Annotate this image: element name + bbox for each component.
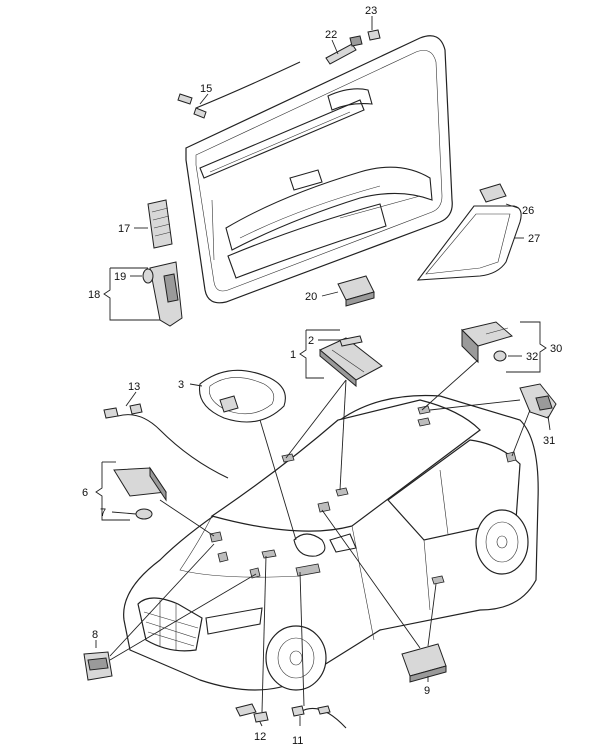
door-light-strip-15 [177,61,301,119]
control-module-20 [337,275,375,307]
callout-18: 18 [88,289,100,301]
lamp-6 [113,466,167,502]
callout-26: 26 [522,205,534,217]
callout-27: 27 [528,233,540,245]
callout-7: 7 [100,507,106,519]
callout-1: 1 [290,349,296,361]
clip-26 [479,183,507,203]
callout-13: 13 [128,381,140,393]
callout-22: 22 [325,29,337,41]
callout-32: 32 [526,351,538,363]
callout-9: 9 [424,685,430,697]
bulb-32 [493,350,507,362]
switch-8 [83,651,113,681]
bulb-2 [339,335,363,347]
module-9 [401,643,447,683]
lamp-30 [461,321,514,364]
bulb-19 [142,268,154,284]
lamp-housing-18 [149,261,183,327]
cable-13 [103,403,229,479]
side-lamp-17 [147,199,173,249]
car-body [123,394,539,691]
callout-17: 17 [118,223,130,235]
callout-8: 8 [92,629,98,641]
door-lamp-22 [325,35,363,65]
callout-labels: 23 22 15 17 26 27 19 18 20 2 30 1 32 3 1… [82,5,562,747]
bulb-7 [135,508,153,520]
callout-11: 11 [292,735,303,747]
callout-12: 12 [254,731,266,743]
window-trim-27 [416,205,522,281]
callout-3: 3 [178,379,184,391]
callout-30: 30 [550,343,562,355]
callout-19: 19 [114,271,126,283]
callout-31: 31 [543,435,555,447]
bulb-12 [235,703,269,723]
callout-15: 15 [200,83,212,95]
callout-20: 20 [305,291,317,303]
callout-6: 6 [82,487,88,499]
cable-11 [291,705,347,729]
callout-2: 2 [308,335,314,347]
bracket-31 [519,383,557,419]
light-ring-3 [198,369,286,423]
roof-console-1 [319,337,383,388]
leader-lines [95,16,551,727]
bulb-23 [367,29,381,41]
door-panel [185,35,453,304]
callout-23: 23 [365,5,377,17]
